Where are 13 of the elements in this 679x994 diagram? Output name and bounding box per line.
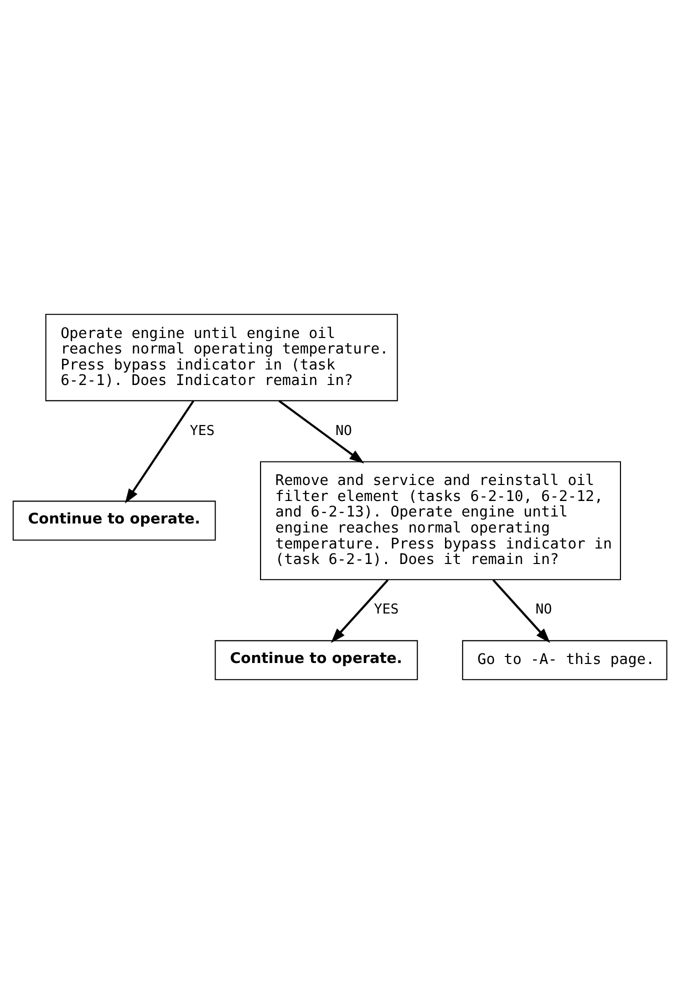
node-box: Continue to operate. (214, 640, 418, 680)
edge-label: NO (335, 422, 352, 439)
node-box: Operate engine until engine oil reaches normal operating temperature. Press bypass indicator in (task 6-2-1). Does Indicator remain in? (44, 314, 398, 402)
node-box: Continue to operate. (12, 500, 216, 541)
edge-label: YES (374, 602, 398, 618)
node-box: Go to -A- this page. (462, 640, 667, 680)
arrow (124, 400, 194, 504)
arrow (330, 579, 388, 643)
arrow (278, 400, 364, 464)
edge-label: NO (535, 602, 552, 618)
edge-label: YES (189, 422, 214, 439)
arrow (492, 579, 550, 643)
node-box: Remove and service and reinstall oil filter element (tasks 6-2-10, 6-2-12, and 6-2-13). Operate engine until engine reaches normal operating temperature. Press bypass indicator in (task 6-2-1). Does it remain in? (260, 461, 620, 580)
